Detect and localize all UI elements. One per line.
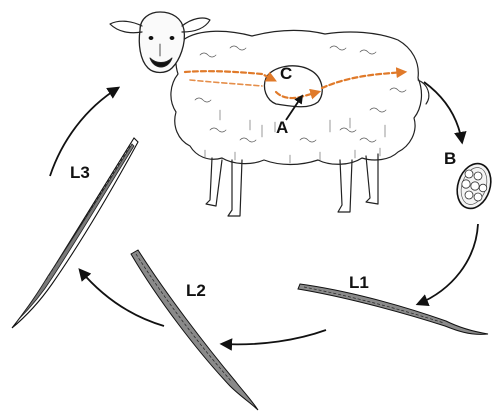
larva-l2	[131, 250, 258, 410]
label-b: B	[444, 149, 456, 168]
sheep-eye-left	[149, 36, 154, 40]
larva-l1	[298, 284, 488, 334]
label-l3: L3	[70, 163, 90, 182]
label-l2: L2	[186, 281, 206, 300]
sheep-illustration	[110, 12, 429, 216]
label-a: A	[276, 118, 288, 137]
sheep-eye-right	[170, 36, 175, 40]
sheep-legs	[206, 154, 378, 216]
egg-illustration	[452, 159, 497, 213]
sheep-right-ear	[182, 18, 210, 32]
arrow-l1-to-l2	[222, 330, 326, 344]
arrow-sheep-to-egg	[424, 82, 462, 142]
cycle-arrows	[50, 82, 478, 344]
sheep-left-ear	[110, 21, 142, 33]
arrow-egg-to-l1	[418, 224, 478, 304]
stomach-organ	[264, 66, 322, 107]
label-l1: L1	[349, 273, 369, 292]
label-c: C	[280, 64, 292, 83]
